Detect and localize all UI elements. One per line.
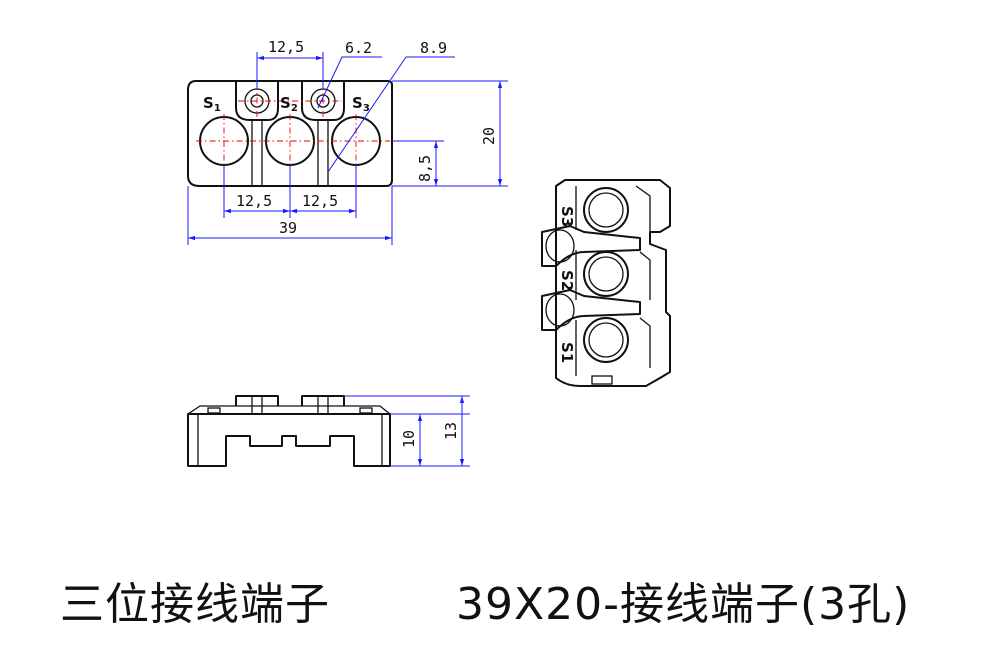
ext-lines-height xyxy=(392,80,508,187)
leader-8-9 xyxy=(327,56,455,173)
iso-label-s2: S2 xyxy=(558,270,576,291)
iso-hole-s2 xyxy=(583,251,629,297)
iso-hole-s3 xyxy=(583,187,629,233)
dim-pitch-top: 12,5 xyxy=(268,38,304,56)
label-s3: S3 xyxy=(352,94,370,114)
ext-lines-front xyxy=(344,395,470,467)
iso-outline xyxy=(555,179,671,387)
centerline-screw xyxy=(238,84,342,118)
iso-facets xyxy=(635,185,651,368)
slot-left xyxy=(251,120,263,186)
front-view-chamfer xyxy=(187,405,391,415)
iso-hole-s3-inner xyxy=(588,192,624,228)
iso-bottom-notch xyxy=(591,375,613,385)
title-left: 三位接线端子 xyxy=(60,579,330,630)
screw-head-right xyxy=(301,395,345,406)
ext-lines-width xyxy=(187,186,393,245)
screw-head-left xyxy=(235,395,279,406)
leader-6-2 xyxy=(317,56,382,109)
tab-right-outline xyxy=(301,81,345,121)
iso-label-s3: S3 xyxy=(558,206,576,227)
dim-pitch-bottom-right: 12,5 xyxy=(302,192,338,210)
iso-view: S3 S2 S1 xyxy=(541,179,671,387)
tab-left-outline xyxy=(235,81,279,121)
dim-large-dia: 8.9 xyxy=(420,39,447,57)
ext-lines-top xyxy=(256,52,324,88)
top-view-outline xyxy=(187,80,393,187)
front-view-edges xyxy=(197,414,383,466)
iso-label-s1: S1 xyxy=(558,342,576,363)
iso-screw-bottom xyxy=(545,293,575,327)
dim-width: 39 xyxy=(279,219,297,237)
front-notch-2 xyxy=(359,407,373,414)
iso-terminal-bottom xyxy=(541,289,641,331)
slot-right xyxy=(317,120,329,186)
screw-slot-left xyxy=(251,396,263,414)
dim-body-height: 10 xyxy=(400,430,418,448)
iso-terminal-top xyxy=(541,225,641,267)
iso-hole-s2-inner xyxy=(588,256,624,292)
dim-center-offset: 8,5 xyxy=(416,155,434,182)
dim-pitch-bottom-left: 12,5 xyxy=(236,192,272,210)
front-notch-1 xyxy=(207,407,221,414)
front-view: 10 13 xyxy=(187,395,470,467)
iso-hole-s1 xyxy=(583,317,629,363)
title-right: 39X20-接线端子(3孔) xyxy=(456,579,911,630)
label-s1: S1 xyxy=(203,94,221,114)
label-s2: S2 xyxy=(280,94,298,114)
front-view-body xyxy=(187,413,391,467)
top-view: S1 S2 S3 12,5 6.2 8.9 20 8,5 12,5 12,5 3… xyxy=(187,38,508,245)
iso-screw-top xyxy=(545,229,575,263)
dim-small-dia: 6.2 xyxy=(345,39,372,57)
dim-height: 20 xyxy=(480,127,498,145)
centerline-holes xyxy=(223,114,357,168)
iso-hole-s1-inner xyxy=(588,322,624,358)
screw-slot-right xyxy=(317,396,329,414)
dim-total-height: 13 xyxy=(442,422,460,440)
